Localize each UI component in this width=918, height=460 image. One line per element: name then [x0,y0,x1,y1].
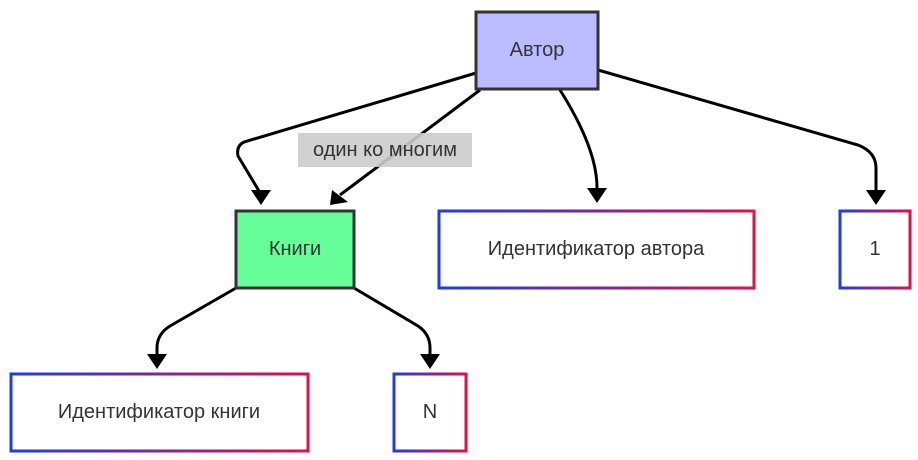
arrowhead-book-id [147,354,167,369]
edge-label-one-to-many: один ко многим [298,133,472,167]
node-book-id-label: Идентификатор книги [58,401,260,423]
arrowhead-author-id [587,188,607,203]
edge-books-to-book-id [155,286,237,356]
node-one: 1 [838,209,912,290]
node-book-id: Идентификатор книги [9,372,310,453]
node-books: Книги [234,209,356,290]
node-one-box [838,209,912,290]
node-books-label: Книги [269,238,321,260]
node-books-box [234,209,356,290]
node-author-id-box [437,209,756,290]
node-many-box [392,372,468,453]
node-author-id: Идентификатор автора [437,209,756,290]
node-many-label: N [423,401,437,423]
arrowhead-books-left [251,190,271,205]
node-book-id-box [9,372,310,453]
arrowhead-many [420,354,440,369]
arrowhead-books-right [330,190,348,205]
edge-label-text: один ко многим [313,139,457,161]
edge-books-to-many [353,286,432,356]
node-author-box [474,10,600,91]
arrowhead-one [866,190,886,205]
node-author-id-label: Идентификатор автора [488,238,705,260]
node-author: Автор [474,10,600,91]
edge-author-to-books-left [236,71,477,197]
edge-author-to-one [597,68,878,192]
node-one-label: 1 [869,238,880,260]
edge-label-background [298,133,472,167]
node-many: N [392,372,468,453]
node-author-label: Автор [510,39,565,61]
edge-author-to-author-id [558,89,599,191]
